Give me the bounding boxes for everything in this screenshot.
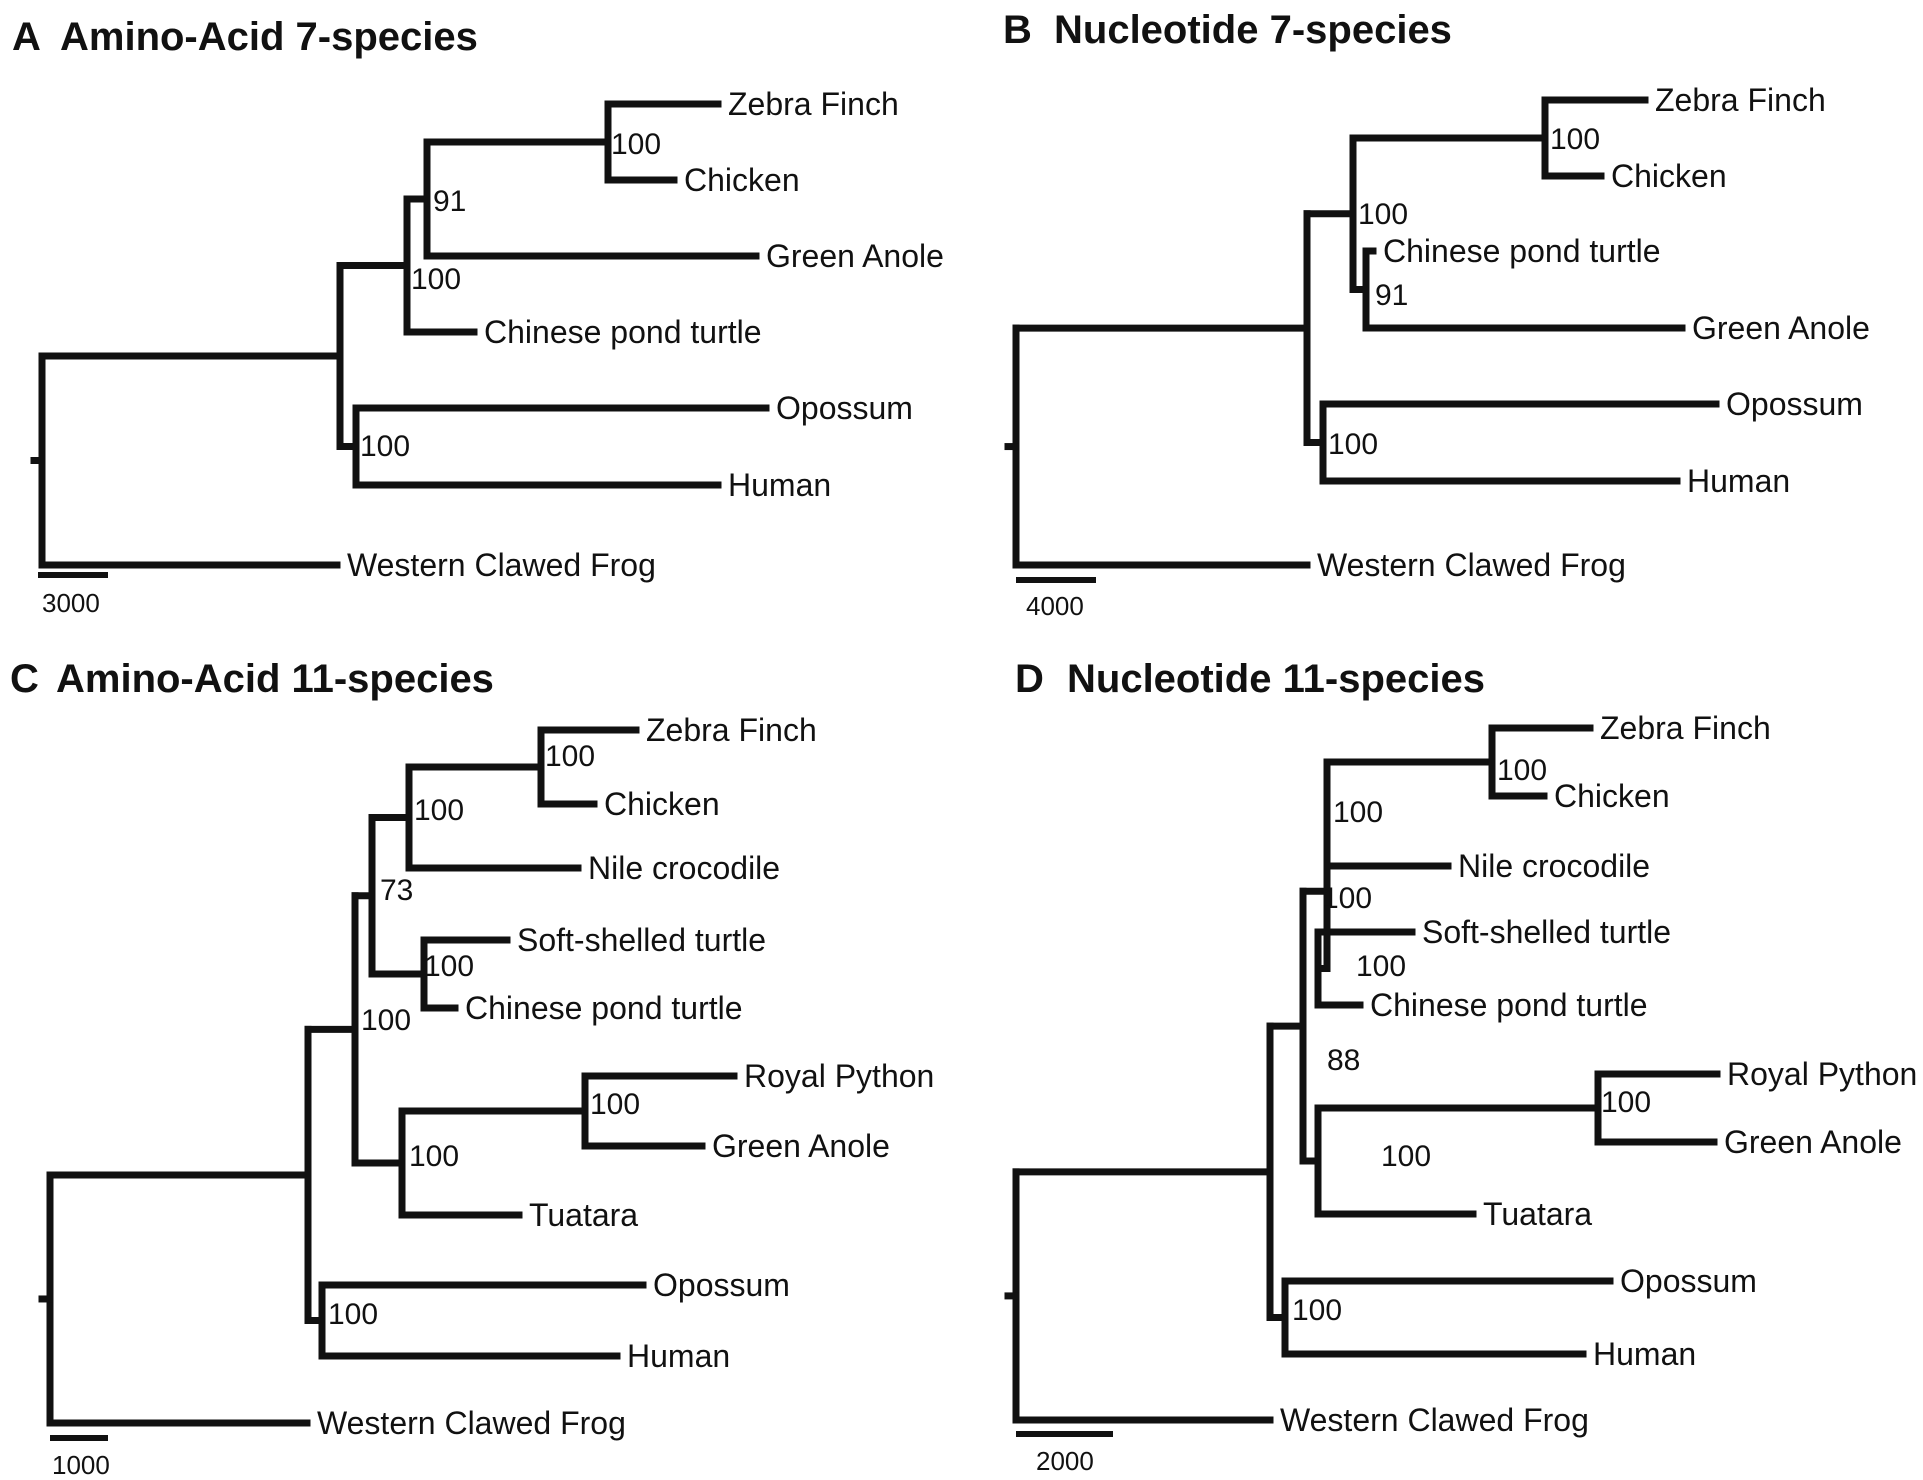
support-value-archelosauria: 73 [380, 874, 413, 907]
tip-label-chicken: Chicken [1611, 158, 1727, 194]
panel-d: D Nucleotide 11-species Western Clawed F… [1004, 657, 1917, 1476]
support-value-archosauria: 100 [1333, 796, 1383, 829]
tip-label-chicken: Chicken [604, 786, 720, 822]
tip-label-python: Royal Python [1727, 1056, 1917, 1092]
panel-c-letter: C [10, 657, 39, 701]
panel-b-tree: Western Clawed Frog 100 100 100 91 Zebra Finc… [1004, 82, 1870, 583]
support-value-arch: 91 [433, 185, 466, 218]
tip-label-finch: Zebra Finch [1655, 82, 1826, 118]
tip-label-frog: Western Clawed Frog [1280, 1402, 1589, 1438]
tip-label-chicken: Chicken [1554, 778, 1670, 814]
panel-b-scale-label: 4000 [1026, 591, 1084, 621]
tip-label-frog: Western Clawed Frog [1317, 547, 1626, 583]
tip-label-finch: Zebra Finch [728, 86, 899, 122]
panel-a-scale-label: 3000 [42, 588, 100, 618]
tip-label-pondturtle: Chinese pond turtle [1370, 987, 1648, 1023]
support-value-turtles: 100 [1356, 950, 1406, 983]
tip-label-human: Human [627, 1338, 730, 1374]
tip-label-pondturtle: Chinese pond turtle [465, 990, 743, 1026]
tip-label-human: Human [1687, 463, 1790, 499]
support-value-archosauria: 100 [414, 794, 464, 827]
panel-d-letter: D [1015, 657, 1044, 701]
support-value-sauria: 100 [1358, 198, 1408, 231]
support-value-birds: 100 [1497, 754, 1547, 787]
panel-d-scale-label: 2000 [1036, 1446, 1094, 1476]
support-value-mammalia: 100 [1292, 1294, 1342, 1327]
support-value-squamata: 100 [1601, 1086, 1651, 1119]
tip-label-python: Royal Python [744, 1058, 934, 1094]
panel-d-tree: Western Clawed Frog88100100100100100100N… [1004, 710, 1917, 1438]
support-value-mammalia: 100 [328, 1298, 378, 1331]
support-value-sauria: 100 [361, 1004, 411, 1037]
support-value-archelosauria: 100 [1322, 882, 1372, 915]
tip-label-human: Human [728, 467, 831, 503]
tip-label-opossum: Opossum [1726, 386, 1863, 422]
tip-label-softturtle: Soft-shelled turtle [517, 922, 766, 958]
support-value-lepido: 100 [409, 1140, 459, 1173]
tip-label-tuatara: Tuatara [1483, 1196, 1592, 1232]
tip-label-anole: Green Anole [766, 238, 944, 274]
tip-label-anole: Green Anole [712, 1128, 890, 1164]
tip-label-human: Human [1593, 1336, 1696, 1372]
panel-d-title: Nucleotide 11-species [1067, 657, 1485, 701]
support-value-birds: 100 [1550, 123, 1600, 156]
panel-b: B Nucleotide 7-species Western Clawed Fr… [1003, 8, 1870, 621]
support-value-sauria: 100 [411, 263, 461, 296]
panel-b-title: Nucleotide 7-species [1054, 8, 1452, 52]
tip-label-opossum: Opossum [776, 390, 913, 426]
tip-label-chicken: Chicken [684, 162, 800, 198]
tip-label-turtle: Chinese pond turtle [1383, 233, 1661, 269]
support-value-turtleanole: 91 [1375, 279, 1408, 312]
tip-label-finch: Zebra Finch [1600, 710, 1771, 746]
tip-label-turtle: Chinese pond turtle [484, 314, 762, 350]
tip-label-croc: Nile crocodile [1458, 848, 1650, 884]
tip-label-tuatara: Tuatara [529, 1197, 638, 1233]
tip-label-frog: Western Clawed Frog [317, 1405, 626, 1441]
panel-a-letter: A [12, 15, 41, 59]
support-value-lepido: 100 [1381, 1140, 1431, 1173]
support-value-mammalia: 100 [360, 430, 410, 463]
support-value-squamata: 100 [590, 1088, 640, 1121]
panel-c: C Amino-Acid 11-species Western Clawed F… [10, 657, 934, 1480]
tip-label-softturtle: Soft-shelled turtle [1422, 914, 1671, 950]
support-value-sauria: 88 [1327, 1044, 1360, 1077]
tip-label-opossum: Opossum [653, 1267, 790, 1303]
tip-label-finch: Zebra Finch [646, 712, 817, 748]
tip-label-anole: Green Anole [1724, 1124, 1902, 1160]
tip-label-frog: Western Clawed Frog [347, 547, 656, 583]
tip-label-croc: Nile crocodile [588, 850, 780, 886]
tip-label-opossum: Opossum [1620, 1263, 1757, 1299]
panel-c-tree: Western Clawed Frog10010073100100100100N… [38, 712, 934, 1441]
panel-c-scale-label: 1000 [52, 1450, 110, 1480]
support-value-birds: 100 [545, 740, 595, 773]
panel-a-title: Amino-Acid 7-species [60, 15, 478, 59]
tip-label-anole: Green Anole [1692, 310, 1870, 346]
support-value-turtles: 100 [424, 950, 474, 983]
support-value-birds: 100 [611, 128, 661, 161]
panel-c-title: Amino-Acid 11-species [56, 657, 494, 701]
support-value-mammalia: 100 [1328, 428, 1378, 461]
panel-a: A Amino-Acid 7-species Western Clawed Fr… [12, 15, 944, 618]
panel-b-letter: B [1003, 8, 1032, 52]
